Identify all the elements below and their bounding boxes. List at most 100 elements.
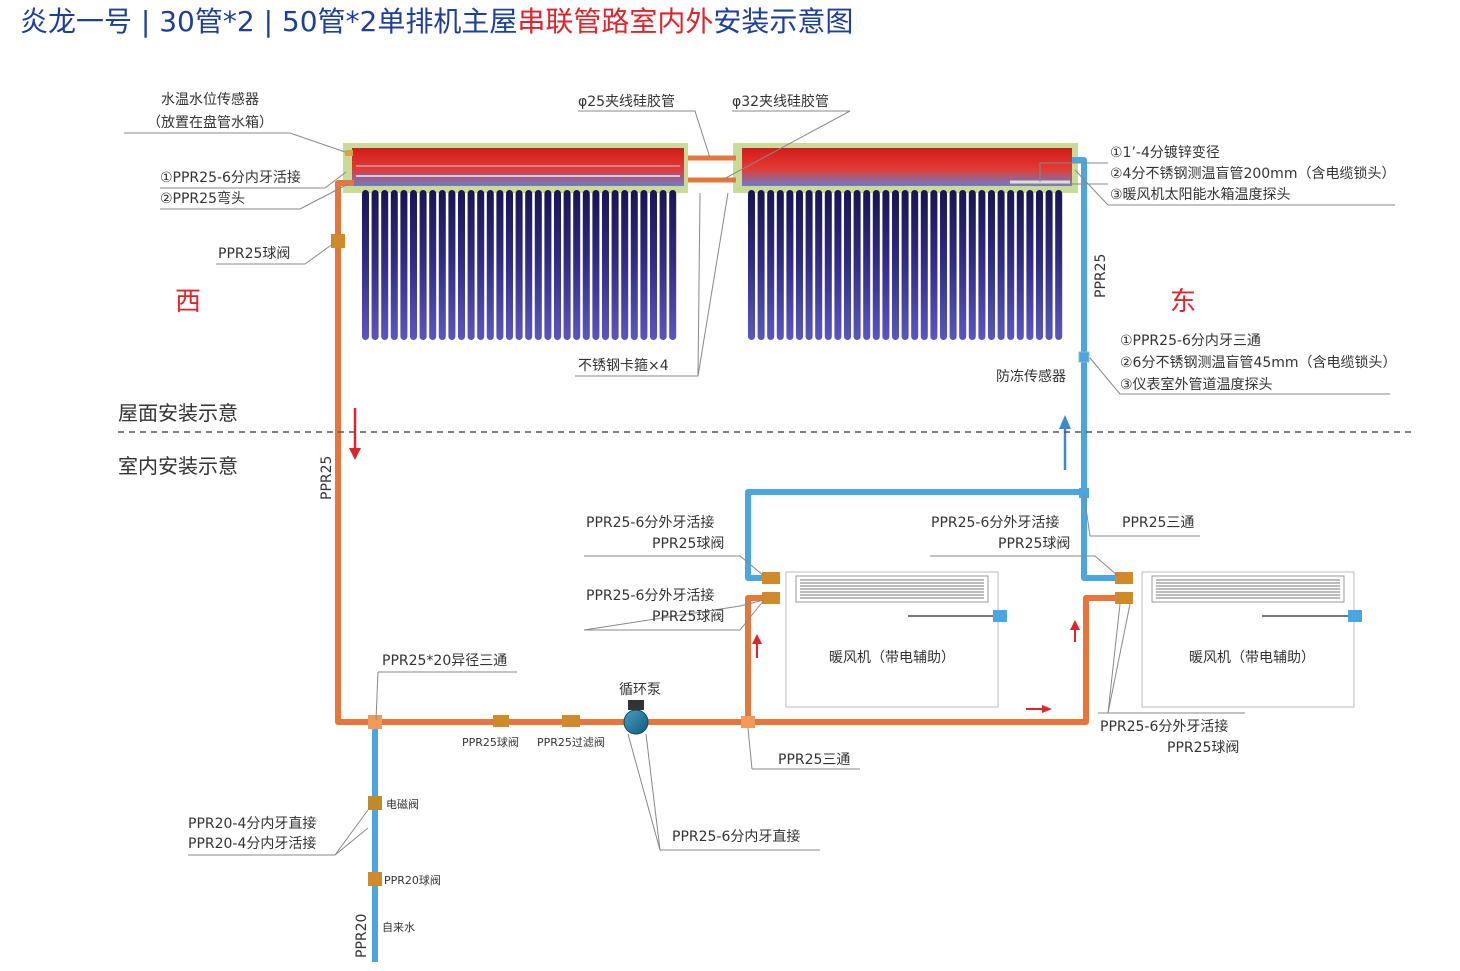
vacuum-tube [767,190,775,340]
vacuum-tube [748,190,755,340]
ball-valve-icon [762,592,780,604]
vacuum-tube [582,190,590,340]
vacuum-tube [892,190,899,340]
vacuum-tube [949,190,957,340]
reducing-tee-icon [368,715,382,729]
vacuum-tube [525,190,533,340]
vacuum-tube [448,190,456,340]
east-blind-pipe-label: ②4分不锈钢测温盲管200mm（含电缆锁头） [1110,165,1395,182]
indoor-section-label: 室内安装示意 [118,454,238,478]
vacuum-tube [554,190,561,340]
solar-collector-west [343,143,688,340]
antifreeze-blind-pipe-label: ②6分不锈钢测温盲管45mm（含电缆锁头） [1120,354,1397,371]
heater1-union-bottom-label: PPR25-6分外牙活接 [586,587,714,604]
vacuum-tube [467,190,475,340]
ppr25-vertical-west-label: PPR25 [319,456,335,500]
heater1-name-label: 暖风机（带电辅助） [829,650,955,666]
heater-grille-slats [1156,579,1340,599]
filter-valve-label: PPR25过滤阀 [537,735,605,749]
vacuum-tube [1055,190,1063,340]
antifreeze-probe-label: ③仪表室外管道温度探头 [1120,376,1273,393]
vacuum-tube [563,190,571,340]
vacuum-tube [1045,190,1053,340]
title-part-suffix: 安装示意图 [713,5,854,38]
vacuum-tube [544,190,552,340]
ppr25-tee-top-label: PPR25三通 [1122,515,1194,531]
vacuum-tube [968,190,976,340]
vacuum-tube [882,190,890,340]
vacuum-tube [592,190,600,340]
vacuum-tube [390,190,398,340]
heater2-valve-top-label: PPR25球阀 [998,536,1070,552]
ppr25-elbow-label: ②PPR25弯头 [160,190,245,207]
east-probe-label: ③暖风机太阳能水箱温度探头 [1110,187,1291,203]
reducing-tee-label: PPR25*20异径三通 [382,653,507,669]
heater1-union-top-label: PPR25-6分外牙活接 [586,514,714,531]
vacuum-tube [997,190,1005,340]
vacuum-tube [438,190,446,340]
vacuum-tube [621,190,629,340]
vacuum-tube [978,190,986,340]
heater2-name-label: 暖风机（带电辅助） [1189,650,1315,666]
vacuum-tubes [362,190,677,340]
ppr20-union-label: PPR20-4分内牙活接 [188,835,316,852]
vacuum-tube [611,190,619,340]
vacuum-tube [458,190,465,340]
leader-lines [124,110,1395,856]
solenoid-valve-label: 电磁阀 [386,797,419,811]
vacuum-tube [496,190,504,340]
vacuum-tube [515,190,523,340]
ppr20-direct-label: PPR20-4分内牙直接 [188,815,316,832]
water-tank [352,148,684,186]
antifreeze-tee-label: ①PPR25-6分内牙三通 [1120,333,1261,349]
vacuum-tube [872,190,880,340]
ppr25-tee-bottom-label: PPR25三通 [778,752,850,768]
vacuum-tube [786,190,794,340]
vacuum-tube [400,190,408,340]
filter-valve-icon [562,715,580,727]
clamps-label: 不锈钢卡箍×4 [578,357,669,374]
heater2-union-top-label: PPR25-6分外牙活接 [931,514,1059,531]
flow-arrow-up-small-head [1070,620,1080,630]
vacuum-tube [853,190,861,340]
bottom-ballvalve-label: PPR25球阀 [462,735,519,749]
vacuum-tube [486,190,494,340]
heater-probe-plug [993,610,1007,622]
flow-arrow-down-head [349,448,361,460]
flow-arrow-up-small-head [752,634,762,644]
vacuum-tube [776,190,784,340]
solar-collector-east [733,143,1078,340]
vacuum-tube [815,190,823,340]
heater1-valve-top-label: PPR25球阀 [652,536,724,552]
vacuum-tube [920,190,928,340]
vacuum-tube [669,190,677,340]
ppr20-ballvalve-label: PPR20球阀 [384,873,441,887]
roof-ballvalve-label: PPR25球阀 [218,246,290,262]
flow-arrows [349,408,1080,713]
hose32-label: φ32夹线硅胶管 [732,93,829,110]
vacuum-tube [506,190,513,340]
ball-valve-icon [331,234,345,248]
vacuum-tube [477,190,485,340]
ppr20-vertical-label: PPR20 [354,914,370,958]
heater2-valve-bottom-label: PPR25球阀 [1167,740,1239,756]
vacuum-tube [371,190,379,340]
tap-water-label: 自来水 [382,921,415,934]
hot-main-pipe [335,180,1130,725]
cold-main-pipe [1072,157,1130,581]
water-tank [742,148,1072,186]
vacuum-tube [901,190,909,340]
ppr25-vertical-east-label: PPR25 [1093,254,1109,298]
pump-label: 循环泵 [619,682,661,698]
pump-connector-label: PPR25-6分内牙直接 [672,828,800,845]
vacuum-tube [640,190,648,340]
heater1-valve-bottom-label: PPR25球阀 [652,609,724,625]
fan-heater-1 [785,571,1007,708]
fan-heater-2 [1141,571,1362,708]
heater2-union-bottom-label: PPR25-6分外牙活接 [1100,718,1228,735]
vacuum-tube [410,190,417,340]
vacuum-tube [429,190,437,340]
heater-grille-slats [800,579,984,599]
ball-valve-icon [493,715,509,727]
